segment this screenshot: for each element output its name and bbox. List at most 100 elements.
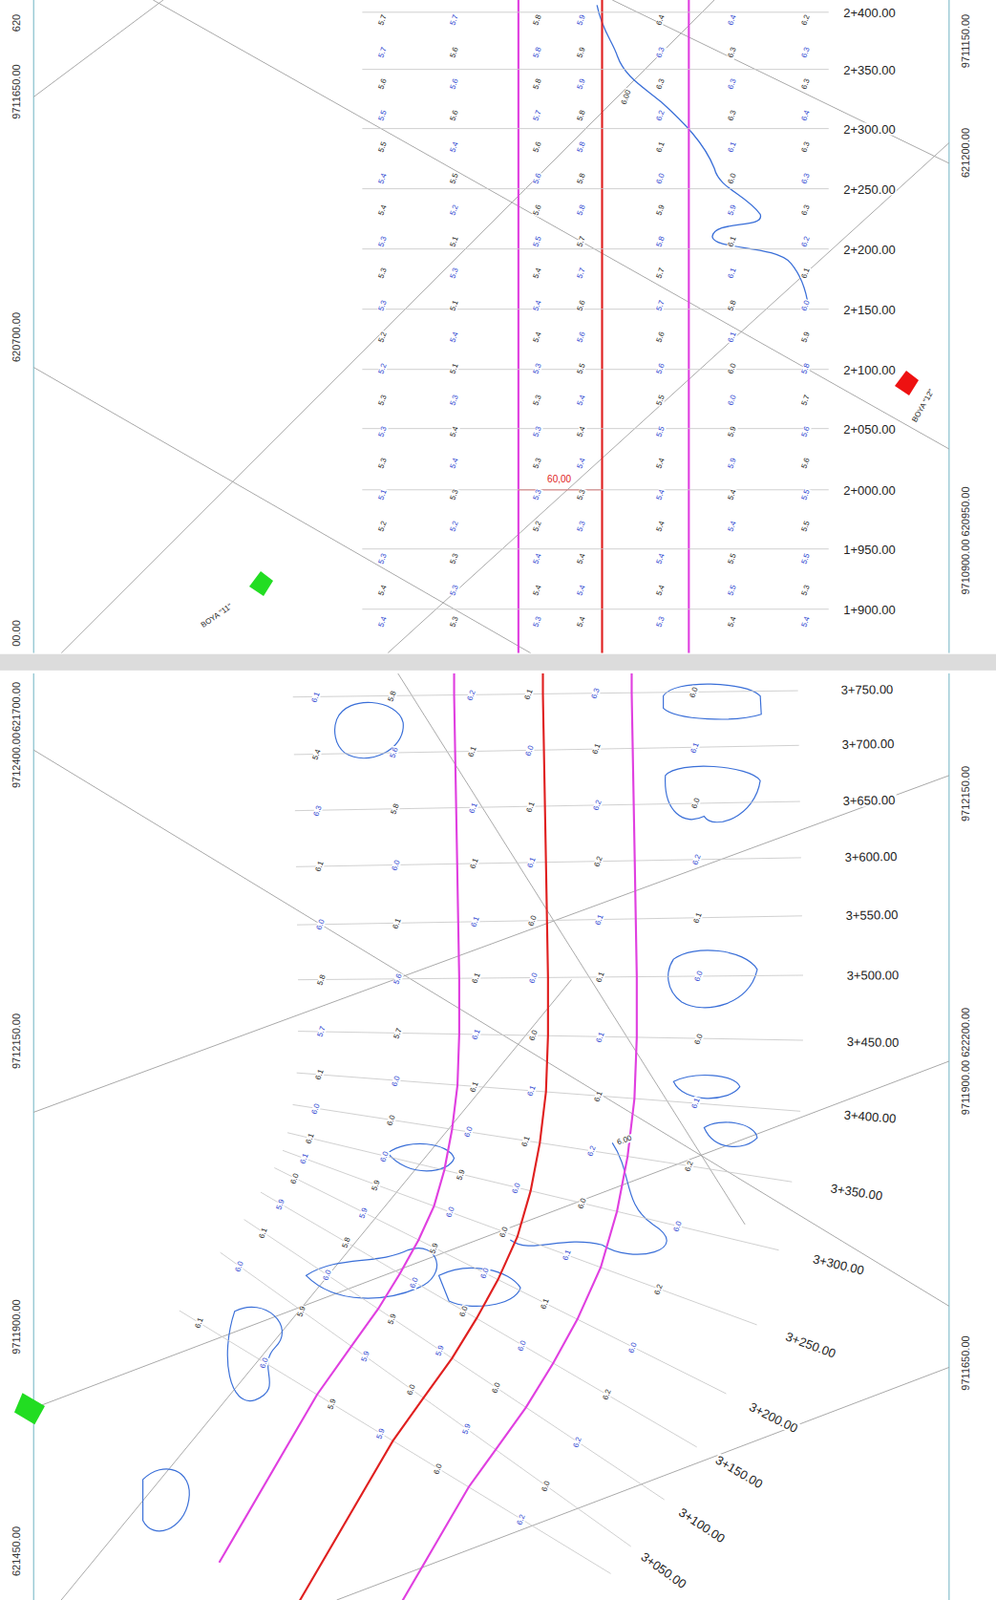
depth-sounding: 5.3 <box>575 487 588 503</box>
depth-sounding: 5.6 <box>575 297 588 313</box>
depth-sounding: 5.4 <box>655 550 667 566</box>
depth-contour <box>703 1122 758 1147</box>
buoy-symbol <box>891 368 921 398</box>
cross-section-line <box>296 1072 801 1111</box>
depth-sounding: 6.0 <box>800 297 812 313</box>
depth-sounding: 5.4 <box>575 423 588 439</box>
buoy-label: BOYA "11" <box>198 602 234 631</box>
channel-edge <box>372 673 637 1600</box>
cross-section-line <box>220 1251 632 1547</box>
depth-contour <box>665 765 762 823</box>
depth-sounding: 6.1 <box>304 1130 317 1145</box>
depth-sounding: 5.4 <box>531 297 544 313</box>
depth-sounding: 5.8 <box>575 203 588 218</box>
depth-sounding: 5.9 <box>326 1396 339 1411</box>
depth-sounding: 6.2 <box>800 13 812 28</box>
depth-sounding: 6.0 <box>627 1339 639 1355</box>
depth-sounding: 6.0 <box>528 1028 540 1043</box>
depth-sounding: 5.2 <box>448 519 461 534</box>
depth-sounding: 5.4 <box>448 423 461 439</box>
depth-sounding: 6.2 <box>466 687 478 702</box>
depth-sounding: 5.3 <box>377 550 389 566</box>
grid-line <box>61 979 572 1600</box>
depth-sounding: 5.5 <box>377 139 389 154</box>
depth-sounding: 5.8 <box>655 234 667 250</box>
depth-sounding: 6.0 <box>390 857 403 872</box>
chainage-label: 3+250.00 <box>783 1329 839 1360</box>
grid-line <box>387 143 950 654</box>
depth-sounding: 5.4 <box>531 329 544 344</box>
cross-section-line <box>361 127 828 129</box>
coordinate-label: 9712400.00 <box>11 731 22 789</box>
cross-section-line <box>260 1191 698 1447</box>
depth-sounding: 5.7 <box>316 1024 328 1039</box>
cross-section-line <box>295 801 801 811</box>
depth-sounding: 6.0 <box>527 913 539 929</box>
depth-sounding: 5.3 <box>800 582 812 597</box>
coordinate-label: 621200.00 <box>959 127 971 179</box>
depth-sounding: 6.1 <box>526 855 538 870</box>
depth-sounding: 6.0 <box>390 1073 403 1088</box>
depth-sounding: 5.4 <box>655 456 667 471</box>
grid-line <box>33 775 950 1113</box>
depth-sounding: 6.1 <box>726 139 739 154</box>
depth-sounding: 5.9 <box>726 456 739 471</box>
channel-edge <box>517 0 520 654</box>
depth-sounding: 5.3 <box>448 487 461 503</box>
cross-section-line <box>296 915 803 925</box>
depth-sounding: 6.1 <box>539 1295 551 1311</box>
depth-sounding: 5.7 <box>531 107 544 123</box>
depth-sounding: 5.8 <box>800 360 812 376</box>
channel-edge <box>219 673 460 1563</box>
grid-line <box>33 749 950 1306</box>
depth-sounding: 5.1 <box>448 297 461 313</box>
depth-sounding: 5.8 <box>575 139 588 154</box>
cross-section-line <box>297 974 804 980</box>
depth-contour <box>663 683 763 720</box>
grid-line <box>152 0 950 449</box>
depth-sounding: 5.8 <box>531 44 544 60</box>
coordinate-label: 9711650.00 <box>11 63 22 121</box>
depth-sounding: 5.5 <box>800 550 812 566</box>
depth-sounding: 6.1 <box>689 740 701 755</box>
chainage-label: 2+050.00 <box>842 422 897 435</box>
depth-sounding: 6.0 <box>321 1268 334 1283</box>
depth-sounding: 5.6 <box>448 107 461 123</box>
cross-section-line <box>361 368 828 370</box>
depth-contour <box>509 1142 667 1254</box>
depth-sounding: 6.0 <box>693 1031 705 1046</box>
depth-sounding: 5.3 <box>448 550 461 566</box>
depth-sounding: 5.7 <box>800 392 812 407</box>
depth-sounding: 5.5 <box>800 487 812 503</box>
depth-sounding: 6.1 <box>469 914 482 930</box>
depth-sounding: 5.8 <box>575 107 588 123</box>
depth-sounding: 5.7 <box>575 234 588 250</box>
depth-sounding: 5.6 <box>531 139 544 154</box>
depth-contour <box>306 1248 438 1298</box>
depth-sounding: 5.4 <box>575 392 588 407</box>
coordinate-label: 621450.00 <box>11 1525 22 1577</box>
depth-sounding: 6.4 <box>726 13 739 28</box>
depth-sounding: 6.1 <box>526 1083 538 1099</box>
depth-sounding: 5.3 <box>377 423 389 439</box>
depth-sounding: 6.2 <box>691 852 703 868</box>
cross-section-line <box>361 248 828 250</box>
depth-sounding: 5.4 <box>800 614 812 629</box>
depth-sounding: 5.6 <box>655 329 667 344</box>
depth-sounding: 6.2 <box>683 1159 696 1174</box>
depth-sounding: 6.3 <box>726 107 739 123</box>
buoy-symbol <box>246 569 276 598</box>
buoy-marker <box>14 1392 45 1424</box>
chainage-label: 2+250.00 <box>842 182 897 195</box>
chainage-label: 3+200.00 <box>746 1399 801 1436</box>
channel-centerline <box>600 0 603 654</box>
depth-sounding: 5.3 <box>377 266 389 281</box>
depth-sounding: 5.3 <box>448 582 461 597</box>
depth-sounding: 6.1 <box>561 1248 573 1263</box>
chainage-label: 3+600.00 <box>843 849 898 864</box>
buoy-marker: BOYA "12" <box>891 368 921 398</box>
depth-sounding: 6.0 <box>510 1180 523 1195</box>
depth-sounding: 5.6 <box>575 329 588 344</box>
depth-sounding: 5.9 <box>575 76 588 91</box>
depth-sounding: 6.0 <box>233 1258 246 1273</box>
